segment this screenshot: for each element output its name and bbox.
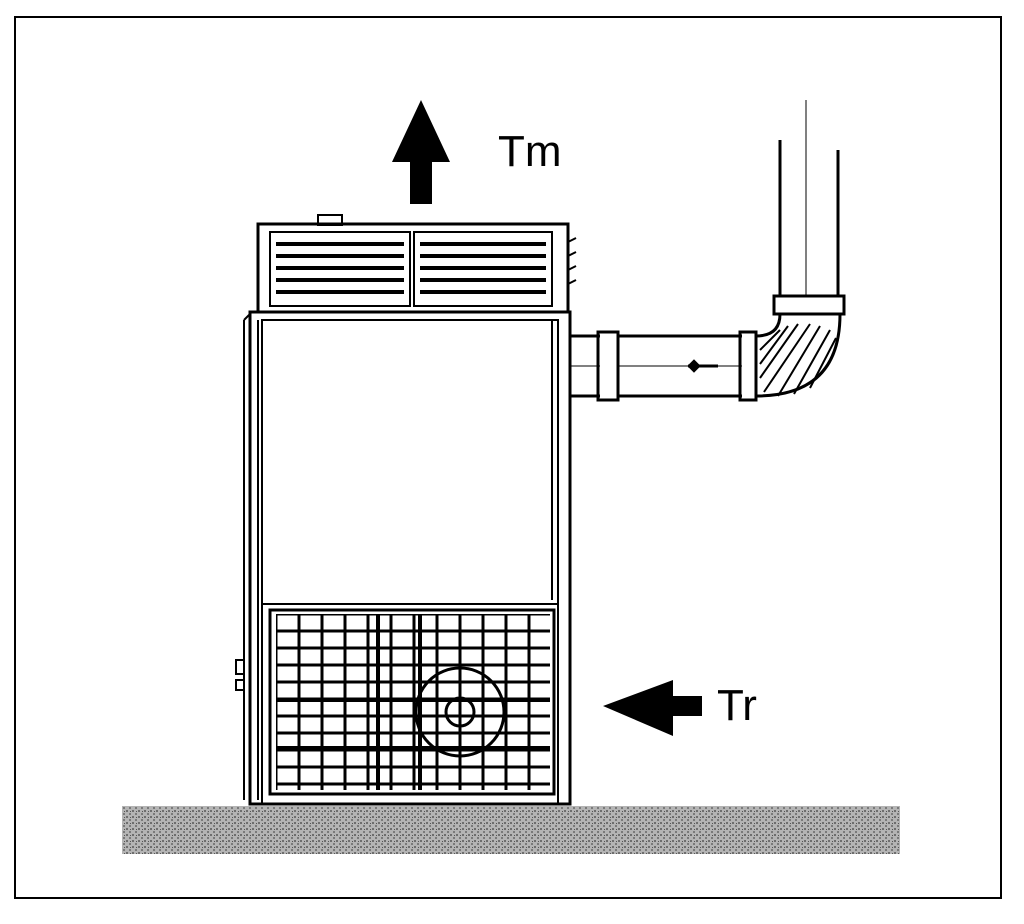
heater-cabinet — [235, 310, 572, 806]
arrow-up-icon — [392, 100, 450, 204]
arrow-left-icon — [603, 680, 702, 736]
return-air-label: Tr — [717, 681, 757, 730]
floor — [122, 806, 900, 854]
flue-pipe — [570, 100, 846, 402]
intake-grille — [268, 608, 556, 796]
outlet-air-label: Tm — [498, 127, 562, 176]
